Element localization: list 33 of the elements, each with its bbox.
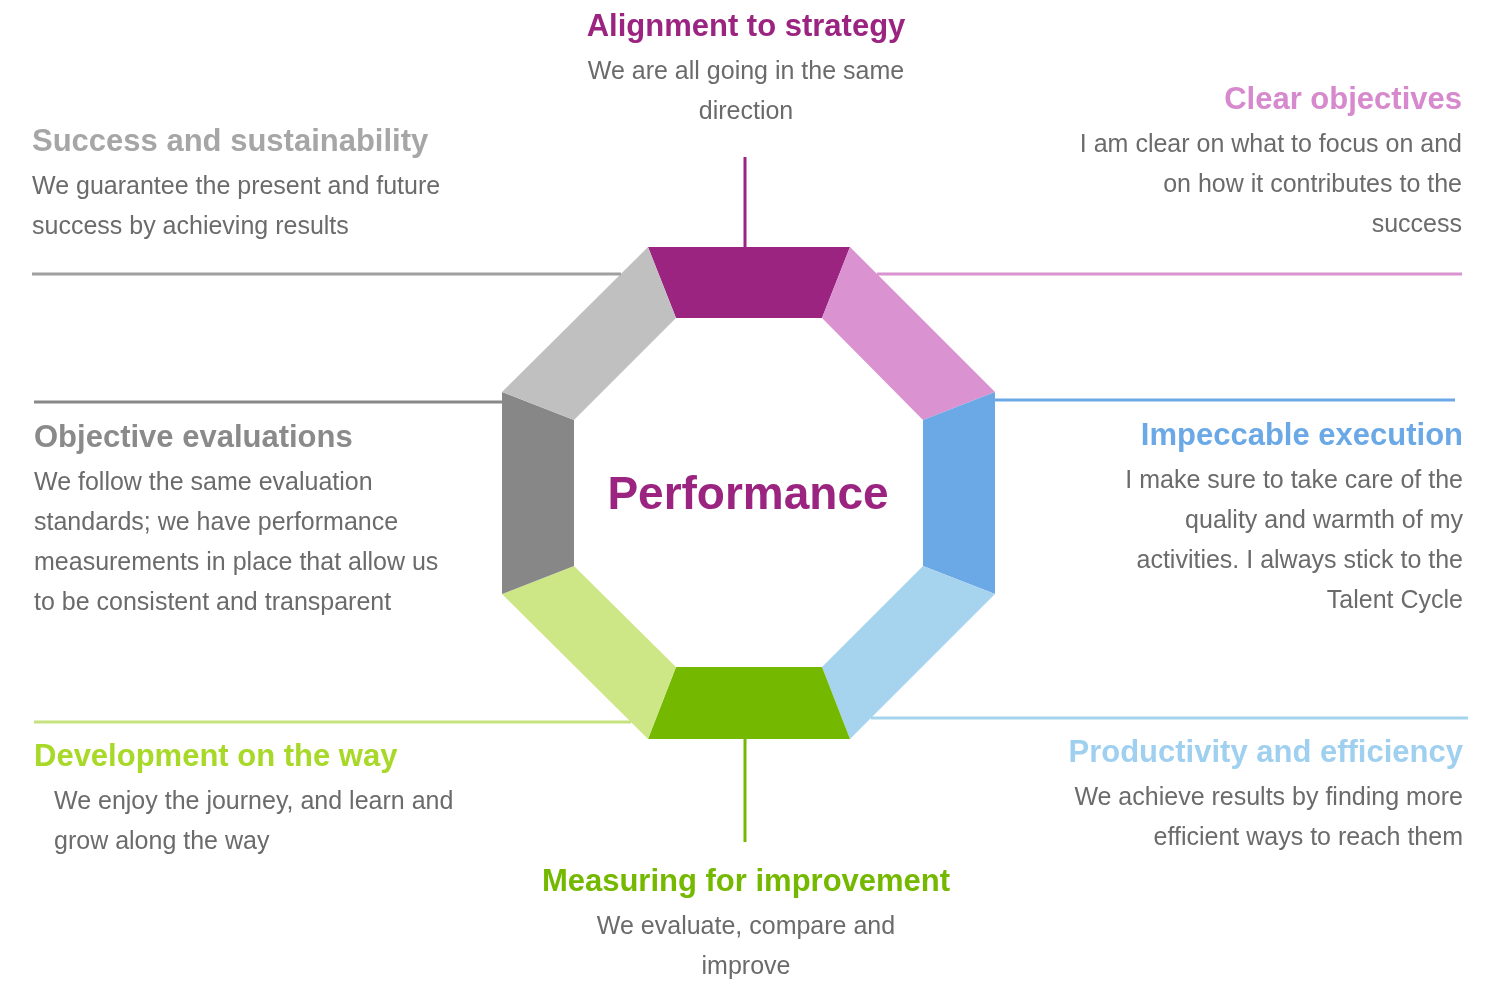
octagon-segment (502, 392, 574, 594)
octagon-segment (502, 566, 676, 739)
heading: Success and sustainability (32, 122, 430, 160)
description: We guarantee the present and future success by achieving results (32, 170, 442, 241)
heading: Productivity and efficiency (1067, 733, 1463, 771)
center-title: Performance (606, 466, 890, 521)
octagon-segment (502, 247, 676, 420)
description: I am clear on what to focus on and on how it contributes to the success (1078, 128, 1462, 239)
octagon-segment (648, 247, 850, 318)
heading: Measuring for improvement (540, 862, 952, 900)
leader-line (995, 398, 1455, 402)
leader-line (34, 720, 631, 724)
description: We evaluate, compare and improve (596, 910, 896, 981)
description: We enjoy the journey, and learn and grow along the way (54, 785, 454, 856)
octagon-segment (648, 667, 850, 739)
heading: Development on the way (34, 737, 399, 775)
leader-line (743, 157, 747, 247)
leader-line (877, 272, 1462, 276)
description: We are all going in the same direction (586, 55, 906, 126)
octagon-segment (822, 247, 995, 420)
description: We follow the same evaluation standards; we have performance measurements in place that allow us to be consistent and transparent (34, 466, 440, 617)
heading: Impeccable execution (1139, 416, 1463, 454)
heading: Clear objectives (1223, 80, 1462, 118)
octagon-segment (923, 392, 995, 594)
leader-line (32, 272, 621, 276)
leader-line (871, 716, 1468, 720)
description: We achieve results by finding more efficient ways to reach them (1073, 781, 1463, 852)
heading: Objective evaluations (34, 418, 354, 456)
leader-line (34, 400, 502, 404)
heading: Alignment to strategy (586, 7, 906, 45)
octagon-segment (822, 566, 995, 739)
description: I make sure to take care of the quality and warmth of my activities. I always stick to the Talent Cycle (1124, 464, 1463, 615)
leader-line (743, 739, 747, 842)
